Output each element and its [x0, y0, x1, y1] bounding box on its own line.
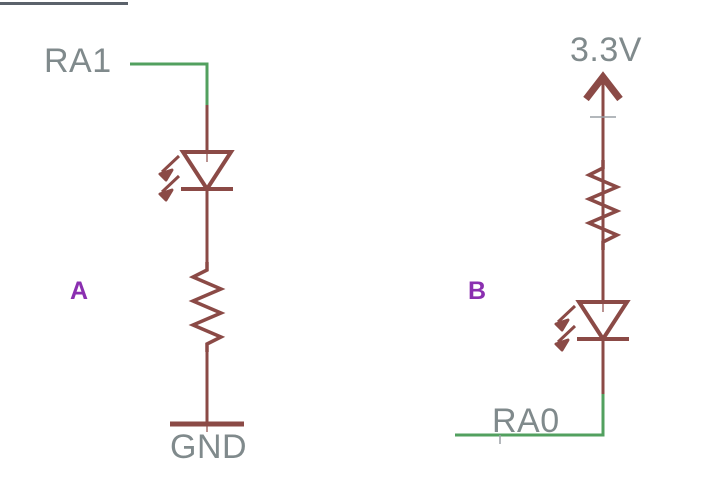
circuit-id-a: A	[70, 277, 89, 305]
power-label-3v3: 3.3V	[570, 31, 642, 69]
led-emission-arrows-b	[554, 304, 577, 352]
ground-label-gnd: GND	[170, 428, 248, 466]
resistor-zigzag-a	[188, 262, 226, 352]
circuit-id-b: B	[468, 277, 487, 305]
circuit-a-graphics	[130, 62, 244, 432]
power-arrow-head-3v3	[583, 71, 623, 102]
net-label-ra0: RA0	[492, 402, 560, 440]
led-emission-arrows-a	[158, 154, 181, 202]
resistor-zigzag-b	[584, 160, 622, 250]
wire-ra1-green	[130, 62, 209, 106]
top-divider-bar	[0, 2, 128, 5]
circuit-b-graphics	[455, 71, 631, 444]
net-label-ra1: RA1	[44, 42, 112, 80]
wire-ra0-green	[455, 394, 605, 437]
